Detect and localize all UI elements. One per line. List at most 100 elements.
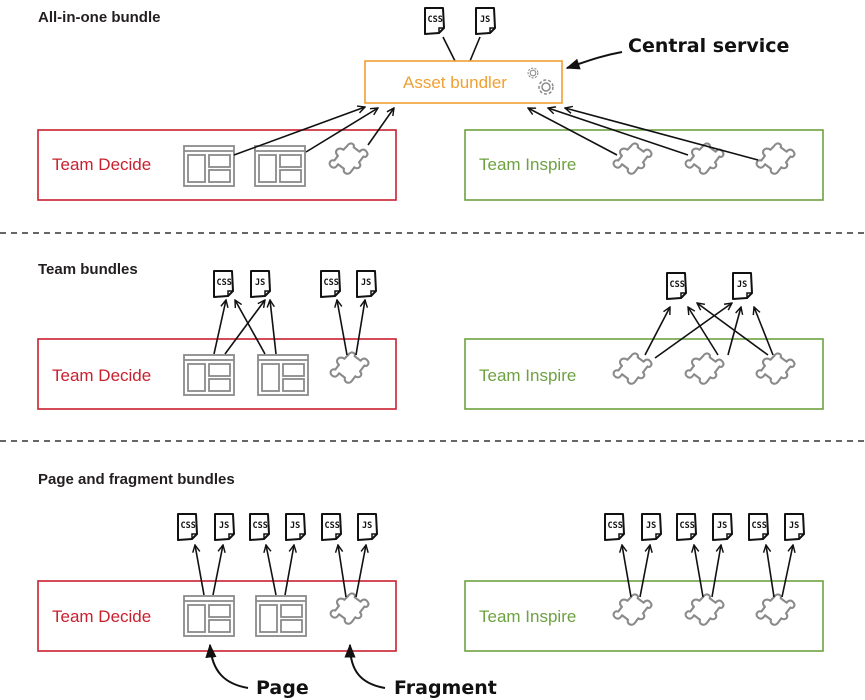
- file-type-label: CSS: [325, 521, 340, 531]
- file-type-label: CSS: [428, 15, 443, 25]
- file-type-label: JS: [646, 521, 656, 531]
- fragment-puzzle-icon: [682, 591, 727, 629]
- team-decide-box: [37, 129, 397, 201]
- css-file-icon: CSS: [320, 270, 341, 298]
- arrows-to-bundler: [233, 107, 759, 161]
- fragment-puzzle-icon: [327, 590, 372, 628]
- page-callout: Page: [256, 677, 309, 699]
- arrow: [355, 300, 365, 356]
- page-icon: [254, 145, 306, 187]
- fragment-puzzle-icon: [610, 591, 655, 629]
- fragment-puzzle-icon: [682, 140, 727, 178]
- js-file-icon: JS: [357, 513, 378, 541]
- arrow: [367, 108, 394, 146]
- js-file-icon: JS: [712, 513, 733, 541]
- js-file-icon: JS: [356, 270, 377, 298]
- page-icon: [257, 354, 309, 396]
- arrow: [338, 545, 347, 598]
- css-file-icon: CSS: [666, 272, 687, 300]
- arrows-to-page-bundles: [195, 545, 366, 598]
- js-file-icon: JS: [214, 513, 235, 541]
- arrow: [284, 545, 294, 596]
- arrow: [337, 300, 348, 356]
- arrow: [694, 545, 704, 598]
- section-title-team-bundles: Team bundles: [38, 261, 138, 278]
- arrows-to-team-bundles: [213, 300, 365, 356]
- arrow: [654, 303, 732, 359]
- arrows-to-fragment-bundles: [622, 545, 793, 598]
- section-title-all-in-one: All-in-one bundle: [38, 9, 160, 26]
- team-decide-label: Team Decide: [52, 607, 151, 626]
- arrow: [213, 300, 226, 355]
- css-file-icon: CSS: [213, 270, 234, 298]
- page-icon: [183, 595, 235, 637]
- fragment-puzzle-icon: [753, 350, 798, 388]
- css-file-icon: CSS: [177, 513, 198, 541]
- arrow: [270, 300, 277, 355]
- arrow: [233, 107, 365, 156]
- arrow: [766, 545, 775, 598]
- file-type-label: JS: [789, 521, 799, 531]
- team-decide-box: [37, 580, 397, 652]
- file-type-label: CSS: [670, 280, 685, 290]
- arrows-to-team-bundles: [644, 303, 774, 359]
- css-file-icon: CSS: [321, 513, 342, 541]
- file-type-label: JS: [362, 521, 372, 531]
- arrow: [195, 545, 205, 596]
- section-title-page-fragment-bundles: Page and fragment bundles: [38, 471, 235, 488]
- arrow: [235, 300, 266, 355]
- file-type-label: CSS: [752, 521, 767, 531]
- fragment-puzzle-icon: [682, 350, 727, 388]
- file-type-label: JS: [717, 521, 727, 531]
- arrow: [697, 303, 769, 356]
- arrow: [639, 545, 650, 598]
- css-file-icon: CSS: [424, 7, 445, 35]
- css-file-icon: CSS: [676, 513, 697, 541]
- arrow: [212, 545, 223, 596]
- file-type-label: CSS: [253, 521, 268, 531]
- team-decide-label: Team Decide: [52, 366, 151, 385]
- css-file-icon: CSS: [604, 513, 625, 541]
- arrow: [548, 108, 689, 156]
- fragment-puzzle-icon: [610, 350, 655, 388]
- file-type-label: JS: [361, 278, 371, 288]
- js-file-icon: JS: [475, 7, 496, 35]
- js-file-icon: JS: [732, 272, 753, 300]
- js-file-icon: JS: [285, 513, 306, 541]
- arrow: [266, 545, 277, 596]
- page-icon: [183, 354, 235, 396]
- arrow: [711, 545, 721, 598]
- connector-line: [442, 36, 456, 62]
- file-type-label: JS: [219, 521, 229, 531]
- fragment-puzzle-icon: [610, 140, 655, 178]
- arrow: [224, 300, 265, 355]
- arrow: [528, 108, 618, 156]
- arrow: [781, 545, 793, 598]
- asset-bundler-label: Asset bundler: [403, 73, 507, 92]
- js-file-icon: JS: [784, 513, 805, 541]
- js-file-icon: JS: [250, 270, 271, 298]
- asset-bundler-box: Asset bundler: [364, 60, 563, 104]
- callout-arrow: [565, 51, 623, 70]
- file-type-label: JS: [290, 521, 300, 531]
- team-inspire-label: Team Inspire: [479, 366, 576, 385]
- page-icon: [183, 145, 235, 187]
- file-type-label: JS: [480, 15, 490, 25]
- fragment-puzzle-icon: [753, 140, 798, 178]
- connector-line: [469, 36, 481, 62]
- arrow: [305, 108, 378, 153]
- file-type-label: JS: [255, 278, 265, 288]
- fragment-callout: Fragment: [394, 677, 497, 699]
- file-type-label: CSS: [324, 278, 339, 288]
- fragment-puzzle-icon: [753, 591, 798, 629]
- arrow: [688, 307, 719, 356]
- file-type-label: JS: [737, 280, 747, 290]
- arrow: [644, 307, 670, 356]
- central-service-callout: Central service: [628, 35, 789, 57]
- fragment-callout-arrow: [344, 643, 386, 689]
- team-decide-label: Team Decide: [52, 155, 151, 174]
- file-type-label: CSS: [217, 278, 232, 288]
- team-inspire-label: Team Inspire: [479, 607, 576, 626]
- fragment-puzzle-icon: [327, 349, 372, 387]
